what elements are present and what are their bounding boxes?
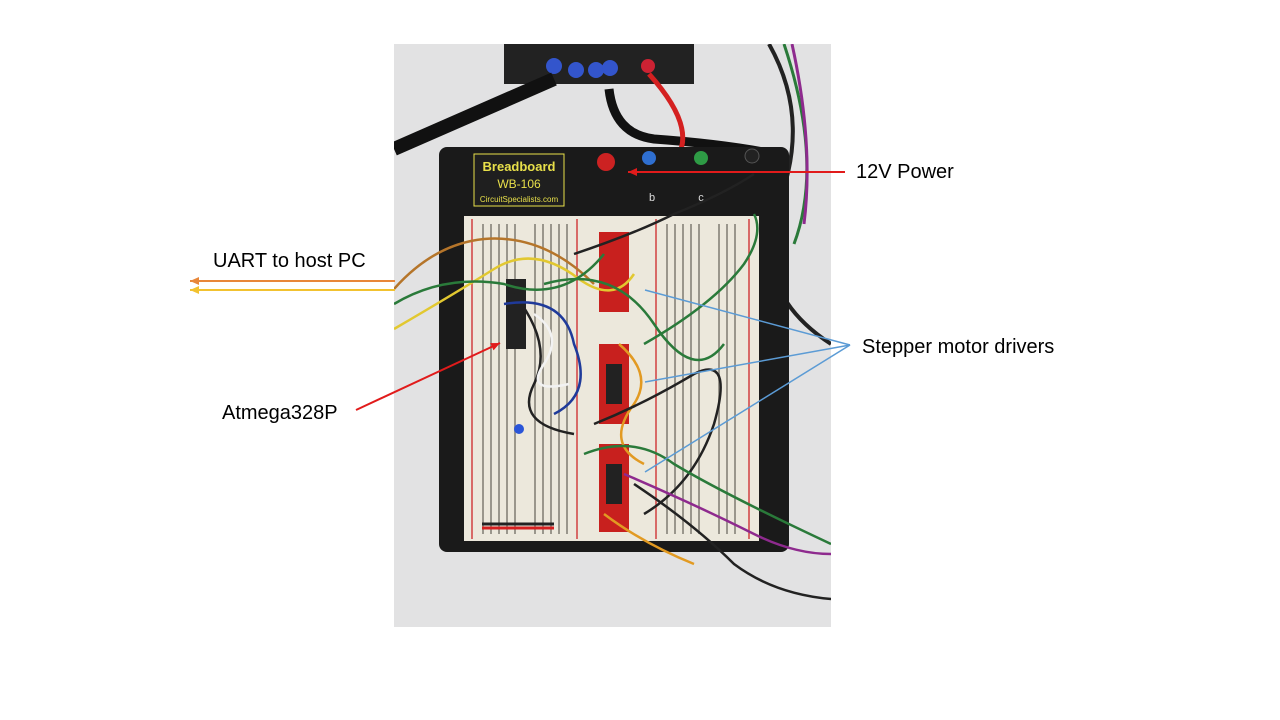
- mcu-arrow: [355, 342, 501, 411]
- driver-pointer-line-3: [644, 344, 851, 473]
- model-text: WB-106: [497, 177, 541, 191]
- binding-post-red: [597, 153, 615, 171]
- mcu-label: Atmega328P: [222, 402, 338, 424]
- mcu-chip: [506, 279, 526, 349]
- jack-label-b: b: [649, 192, 655, 204]
- uart-label: UART to host PC: [213, 250, 366, 272]
- brand-text: Breadboard: [483, 159, 556, 174]
- binding-post-blue: [642, 151, 656, 165]
- breadboard-photo: Breadboard WB-106 CircuitSpecialists.com…: [394, 44, 831, 627]
- terminal-screw: [588, 62, 604, 78]
- terminal-screw: [568, 62, 584, 78]
- driver-pointer-line-2: [644, 344, 851, 383]
- driver-pointer-line-1: [644, 289, 851, 346]
- site-text: CircuitSpecialists.com: [480, 195, 559, 204]
- stepper-drivers-label: Stepper motor drivers: [862, 336, 1055, 358]
- wire: [790, 44, 809, 225]
- stepper-driver-board: [599, 232, 629, 312]
- led: [514, 424, 524, 434]
- driver-chip: [606, 464, 622, 504]
- terminal-screw: [602, 60, 618, 76]
- terminal-screw: [641, 59, 655, 73]
- power-cable: [394, 72, 557, 156]
- binding-post-black: [744, 148, 760, 164]
- brand-plate: [473, 153, 565, 207]
- terminal-screw: [546, 58, 562, 74]
- binding-post-green: [694, 151, 708, 165]
- power-label: 12V Power: [856, 161, 954, 183]
- driver-chip: [606, 364, 622, 404]
- jumper-wires: [394, 172, 831, 601]
- jack-label-c: c: [698, 192, 704, 204]
